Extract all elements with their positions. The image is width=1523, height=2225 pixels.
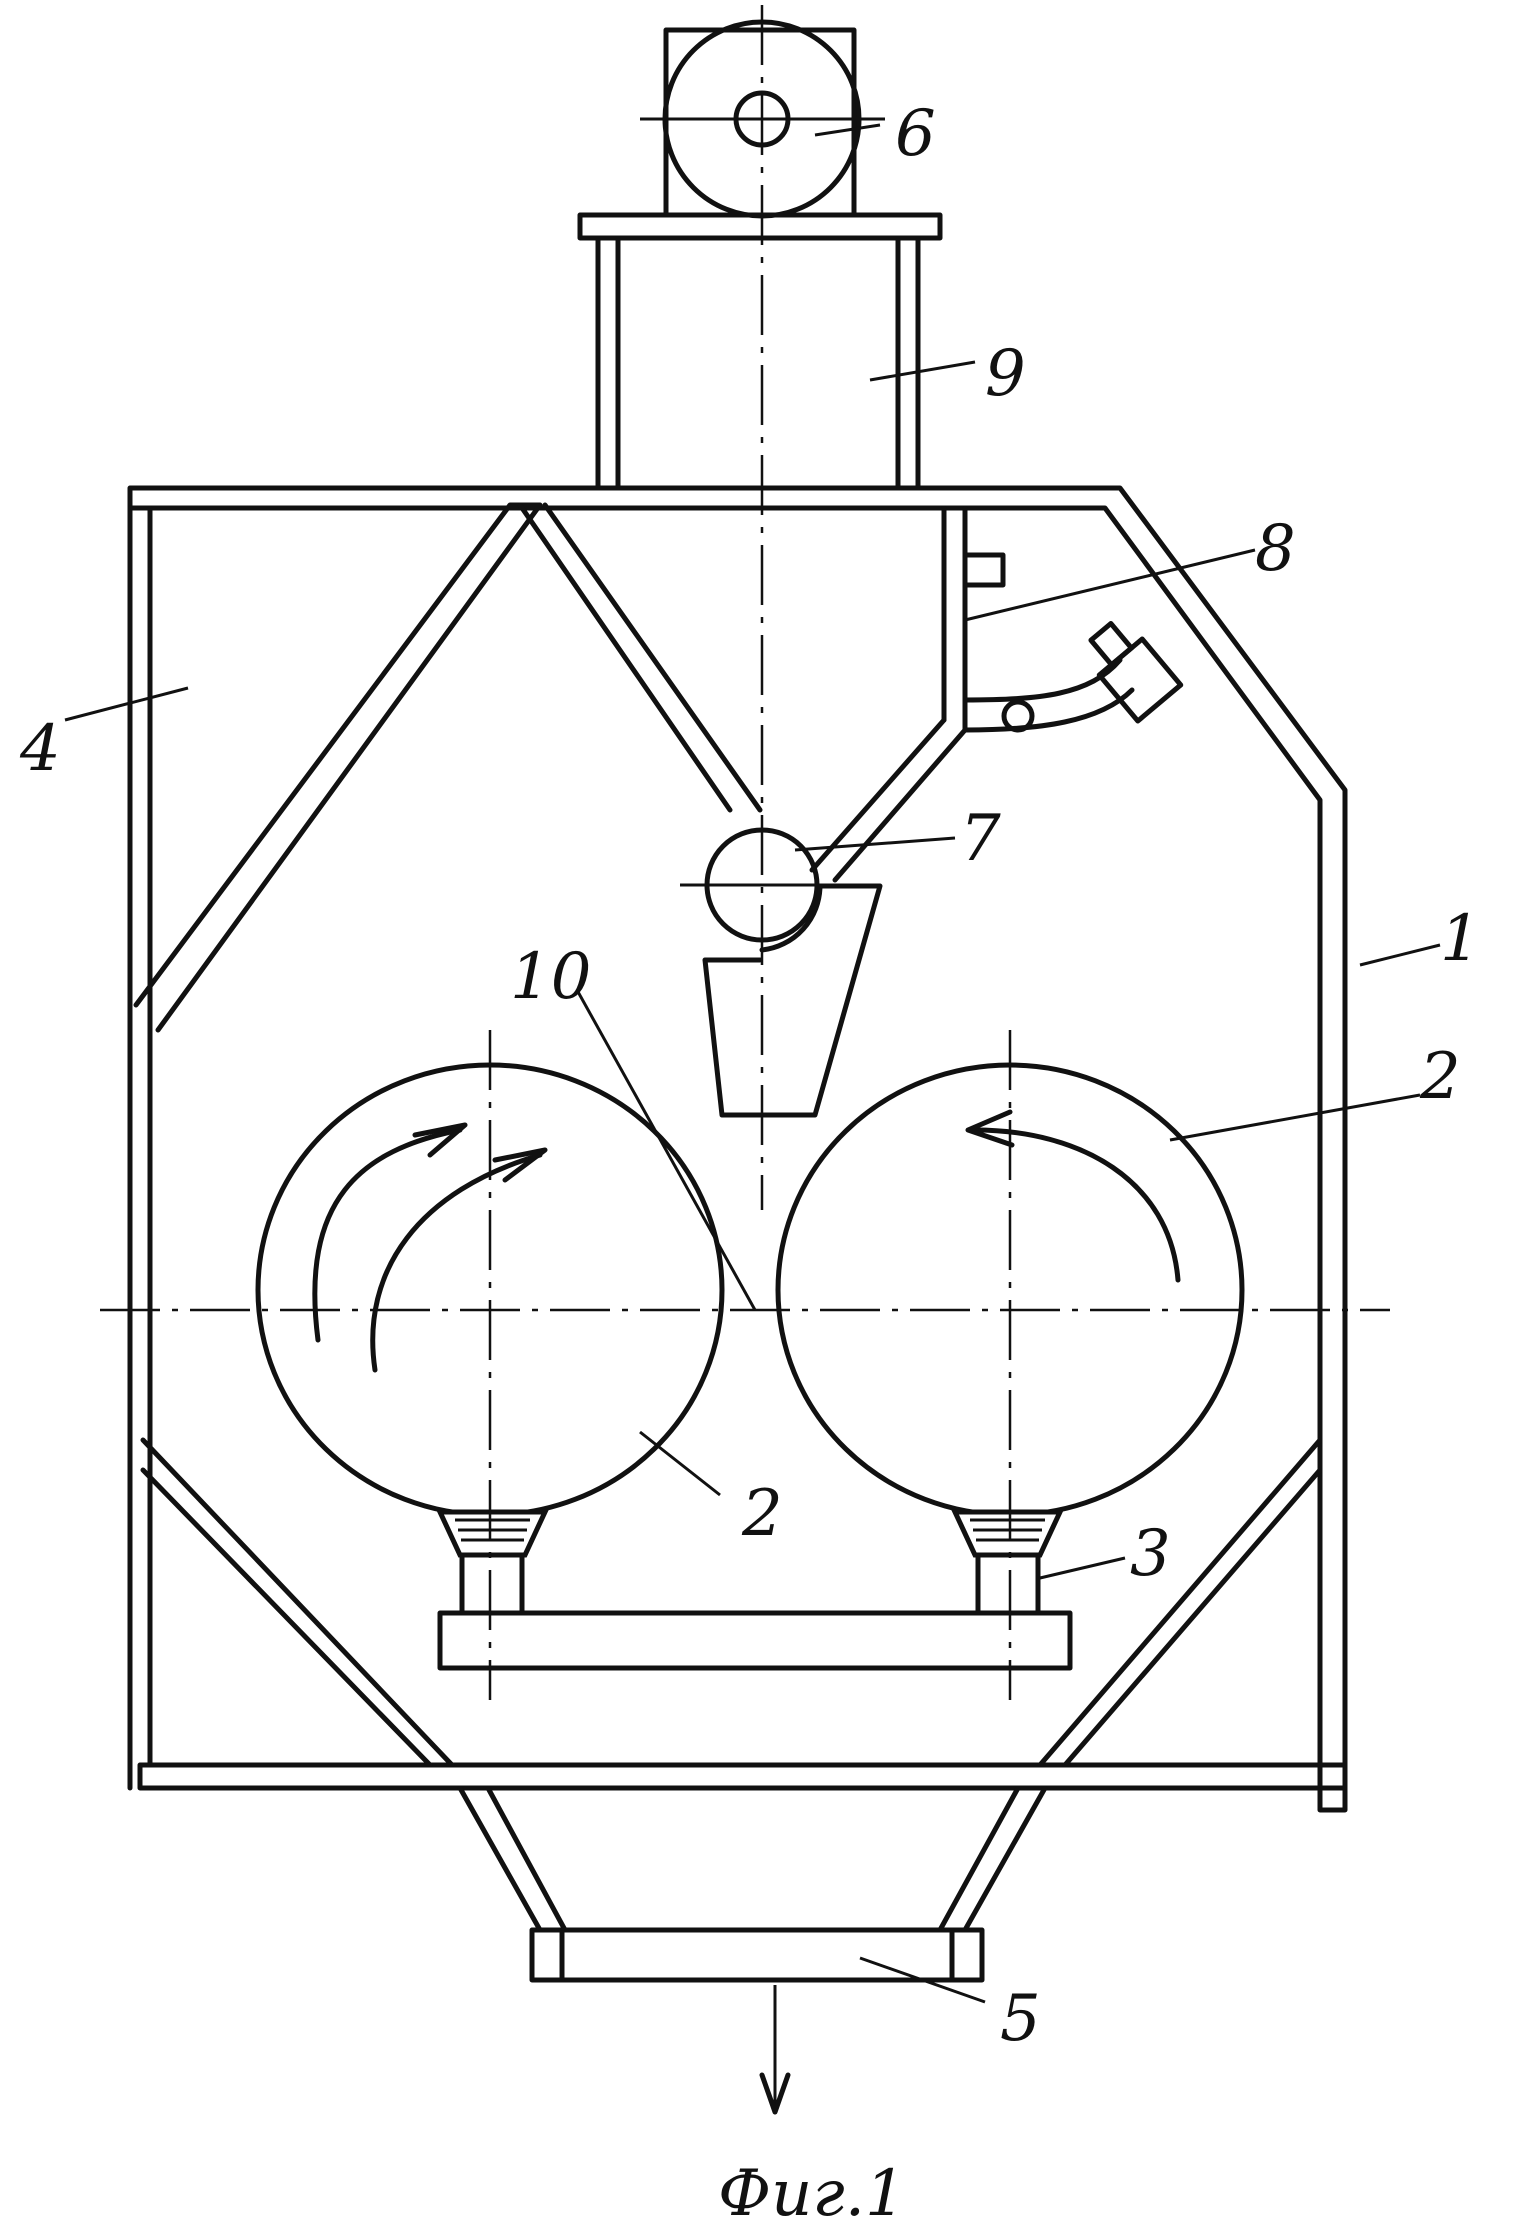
label-3: 3 — [1130, 1517, 1171, 1591]
feed-valve — [965, 615, 1181, 730]
center-axes — [100, 5, 1390, 1700]
leader-lines — [65, 125, 1440, 2002]
label-4: 4 — [19, 712, 61, 786]
label-7: 7 — [960, 802, 1001, 876]
feed-roller — [680, 830, 880, 1115]
label-2-right: 2 — [1419, 1040, 1461, 1114]
label-5: 5 — [1000, 1982, 1041, 2056]
discharge-hopper — [460, 1788, 1045, 1980]
label-8: 8 — [1255, 512, 1296, 586]
label-6: 6 — [895, 97, 936, 171]
label-2-left: 2 — [741, 1477, 783, 1551]
label-10: 10 — [510, 940, 591, 1014]
label-9: 9 — [985, 337, 1026, 411]
figure-caption: Фиг.1 — [718, 2157, 906, 2225]
discharge-arrow — [762, 1985, 788, 2112]
label-1: 1 — [1440, 902, 1481, 976]
column-frame — [598, 238, 918, 488]
